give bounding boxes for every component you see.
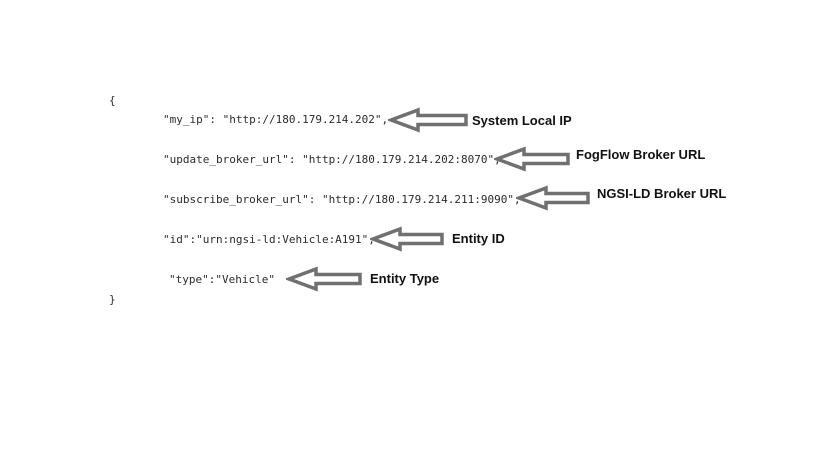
json-line-subscribe-broker-url: "subscribe_broker_url": "http://180.179.… xyxy=(163,193,521,206)
annotation-system-local-ip: System Local IP xyxy=(472,113,572,128)
left-arrow-icon xyxy=(286,266,362,292)
annotation-fogflow-broker-url: FogFlow Broker URL xyxy=(576,147,706,162)
left-arrow-icon xyxy=(370,226,444,252)
annotation-ngsi-ld-broker-url: NGSI-LD Broker URL xyxy=(597,186,727,201)
annotation-entity-id: Entity ID xyxy=(452,231,505,246)
json-line-update-broker-url: "update_broker_url": "http://180.179.214… xyxy=(163,153,501,166)
json-close-brace: } xyxy=(109,293,116,306)
left-arrow-icon xyxy=(516,185,590,211)
annotation-entity-type: Entity Type xyxy=(370,271,440,286)
json-line-id: "id":"urn:ngsi-ld:Vehicle:A191", xyxy=(163,233,375,246)
json-open-brace: { xyxy=(109,94,116,107)
left-arrow-icon xyxy=(388,107,468,133)
json-line-type: "type":"Vehicle" xyxy=(169,273,275,286)
json-line-my-ip: "my_ip": "http://180.179.214.202", xyxy=(163,113,389,126)
left-arrow-icon xyxy=(494,146,570,172)
